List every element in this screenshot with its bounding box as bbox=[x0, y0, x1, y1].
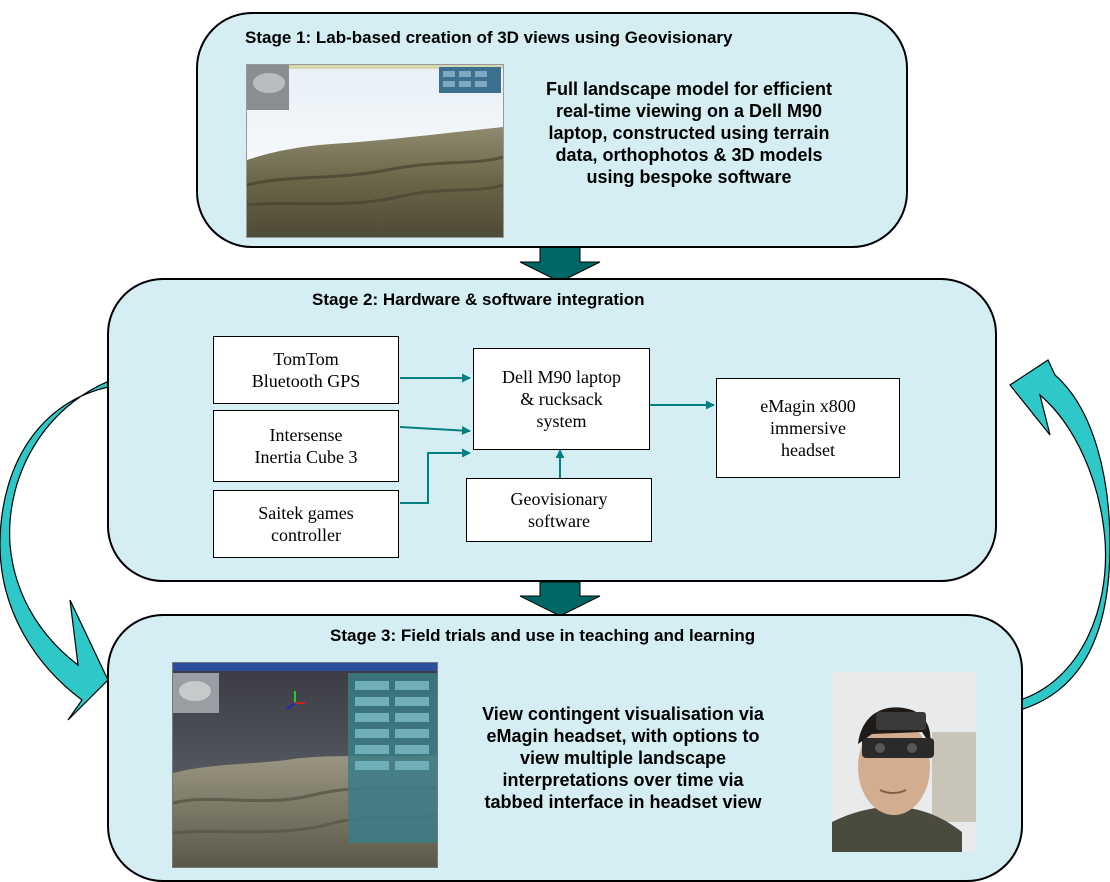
gps-label: TomTom Bluetooth GPS bbox=[251, 349, 361, 391]
inertia-cube-box: Intersense Inertia Cube 3 bbox=[213, 410, 399, 482]
headset-user-photo bbox=[832, 672, 976, 852]
cycle-arrow-right bbox=[1009, 359, 1110, 711]
stage-3-description: View contingent visualisation via eMagin… bbox=[482, 704, 764, 812]
stage-3-screenshot bbox=[172, 662, 438, 868]
cycle-arrow-left bbox=[0, 376, 121, 721]
software-label: Geovisionary software bbox=[510, 489, 608, 531]
games-controller-label: Saitek games controller bbox=[258, 503, 354, 545]
games-controller-box: Saitek games controller bbox=[213, 490, 399, 558]
gps-box: TomTom Bluetooth GPS bbox=[213, 336, 399, 404]
flow-arrow-2-3 bbox=[519, 581, 601, 617]
stage-1-screenshot bbox=[246, 64, 504, 238]
stage-2-title: Stage 2: Hardware & software integration bbox=[312, 290, 645, 309]
headset-box: eMagin x800 immersive headset bbox=[716, 378, 900, 478]
stage-1-title: Stage 1: Lab-based creation of 3D views … bbox=[245, 28, 733, 47]
software-box: Geovisionary software bbox=[466, 478, 652, 542]
inertia-cube-label: Intersense Inertia Cube 3 bbox=[254, 425, 358, 467]
laptop-label: Dell M90 laptop & rucksack system bbox=[502, 367, 621, 431]
flow-arrow-1-2 bbox=[519, 245, 601, 283]
stage-1-description: Full landscape model for efficient real-… bbox=[545, 79, 833, 187]
stage-3-title: Stage 3: Field trials and use in teachin… bbox=[330, 626, 756, 645]
laptop-box: Dell M90 laptop & rucksack system bbox=[473, 348, 650, 450]
headset-label: eMagin x800 immersive headset bbox=[760, 396, 856, 460]
